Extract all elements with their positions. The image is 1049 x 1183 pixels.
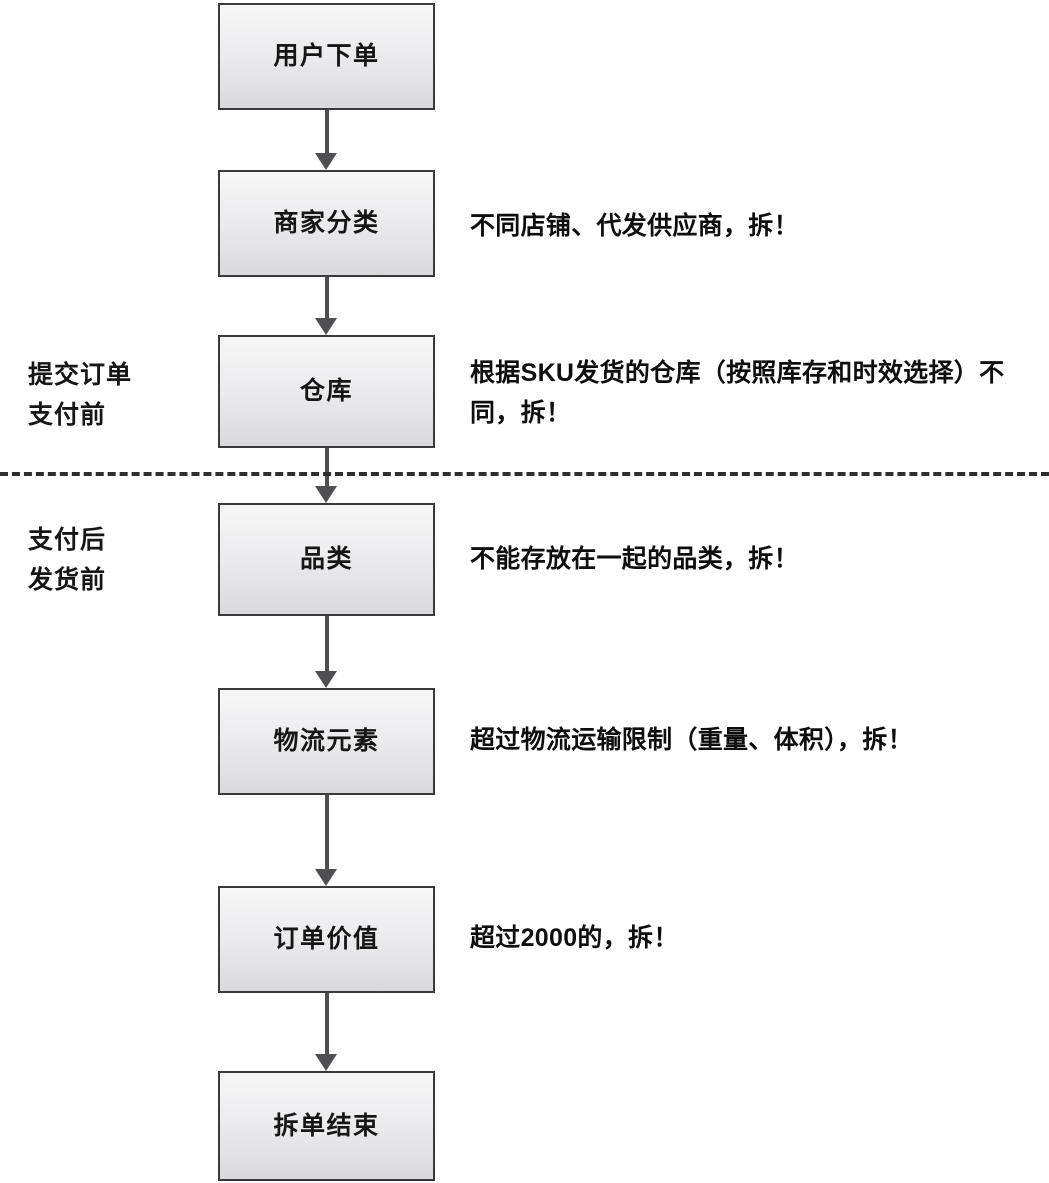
node-label: 拆单结束 bbox=[273, 1111, 380, 1140]
node-order-value[interactable]: 订单价值 bbox=[218, 886, 435, 993]
node-logistics[interactable]: 物流元素 bbox=[218, 688, 435, 795]
arrow-head-icon bbox=[315, 869, 337, 886]
flow-arrow-3 bbox=[315, 448, 337, 503]
arrow-head-icon bbox=[315, 1054, 337, 1071]
phase-divider bbox=[0, 472, 1049, 476]
flow-arrow-6 bbox=[315, 993, 337, 1071]
note-warehouse: 根据SKU发货的仓库（按照库存和时效选择）不同，拆！ bbox=[470, 359, 1005, 427]
note-category: 不能存放在一起的品类，拆！ bbox=[470, 545, 799, 573]
note-merchant-class: 不同店铺、代发供应商，拆！ bbox=[470, 212, 799, 240]
node-label: 仓库 bbox=[299, 377, 353, 405]
node-category[interactable]: 品类 bbox=[218, 503, 435, 616]
note-logistics: 超过物流运输限制（重量、体积），拆！ bbox=[470, 726, 913, 754]
arrow-shaft bbox=[325, 448, 329, 488]
flow-arrow-5 bbox=[315, 795, 337, 886]
arrow-shaft bbox=[325, 795, 329, 871]
phase-label-line: 提交订单 bbox=[28, 361, 133, 389]
node-label: 物流元素 bbox=[273, 727, 380, 755]
arrow-head-icon bbox=[315, 671, 337, 688]
node-user-order[interactable]: 用户下单 bbox=[218, 3, 435, 110]
flow-arrow-4 bbox=[315, 616, 337, 688]
arrow-shaft bbox=[325, 110, 329, 155]
node-label: 品类 bbox=[299, 545, 353, 573]
phase-label-line: 支付后 bbox=[28, 526, 107, 554]
node-label: 用户下单 bbox=[273, 42, 380, 70]
note-order-value: 超过2000的，拆！ bbox=[470, 924, 679, 952]
phase-after-payment: 支付后发货前 bbox=[28, 520, 208, 600]
arrow-head-icon bbox=[315, 486, 337, 503]
node-warehouse[interactable]: 仓库 bbox=[218, 335, 435, 448]
phase-label-line: 发货前 bbox=[28, 566, 107, 594]
arrow-head-icon bbox=[315, 153, 337, 170]
arrow-shaft bbox=[325, 993, 329, 1056]
arrow-head-icon bbox=[315, 318, 337, 335]
node-split-end[interactable]: 拆单结束 bbox=[218, 1071, 435, 1181]
arrow-shaft bbox=[325, 277, 329, 320]
phase-before-payment: 提交订单支付前 bbox=[28, 355, 208, 435]
flow-arrow-1 bbox=[315, 110, 337, 170]
arrow-shaft bbox=[325, 616, 329, 673]
node-label: 商家分类 bbox=[273, 209, 380, 237]
phase-label-line: 支付前 bbox=[28, 401, 107, 429]
node-merchant-class[interactable]: 商家分类 bbox=[218, 170, 435, 277]
flow-arrow-2 bbox=[315, 277, 337, 335]
node-label: 订单价值 bbox=[273, 925, 380, 953]
